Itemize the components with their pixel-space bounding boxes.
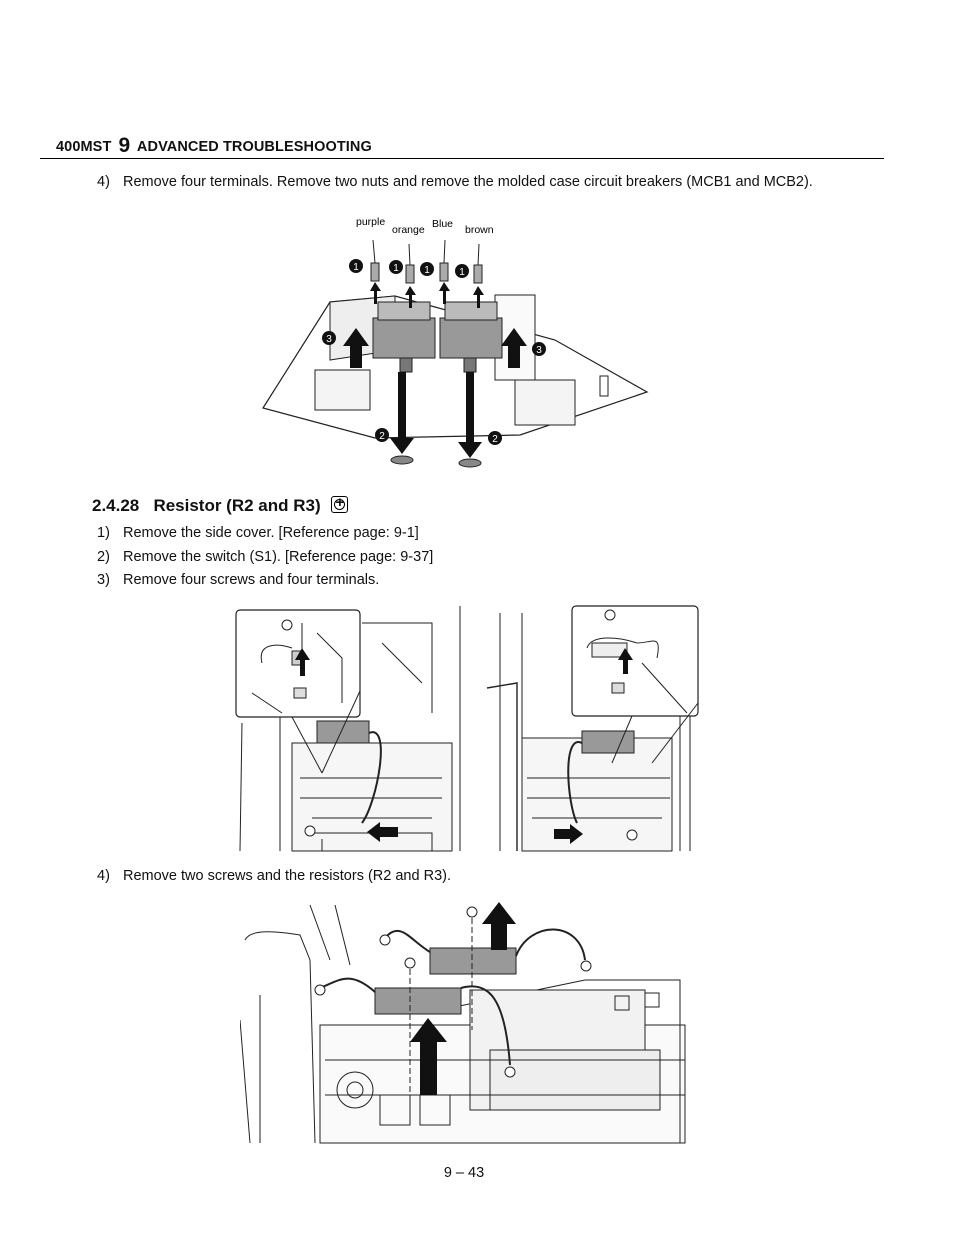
section-heading: 2.4.28 Resistor (R2 and R3)	[92, 494, 349, 516]
screw-icon	[466, 906, 478, 918]
step-item: 1) Remove the side cover. [Reference pag…	[97, 524, 797, 544]
page-header: 400MST 9 ADVANCED TROUBLESHOOTING	[56, 133, 372, 157]
screw-icon	[626, 829, 638, 841]
nut-2	[458, 458, 482, 468]
step-text: Remove four terminals. Remove two nuts a…	[123, 174, 813, 190]
resistor-r3	[314, 977, 516, 1078]
terminal-arrow-icon	[370, 282, 484, 308]
plus-circle-icon	[331, 494, 349, 513]
step-item: 4) Remove two screws and the resistors (…	[97, 867, 797, 887]
screw-icon	[404, 957, 416, 969]
arrow-right-icon	[554, 824, 583, 844]
chapter-title: ADVANCED TROUBLESHOOTING	[136, 139, 372, 155]
wire-label-purple: purple	[356, 216, 385, 228]
step-number: 4)	[97, 868, 110, 884]
arrow-up-icon	[343, 328, 527, 368]
screw-icon	[304, 825, 316, 837]
svg-text:3: 3	[536, 345, 542, 356]
step-text: Remove the side cover. [Reference page: …	[123, 525, 419, 541]
step-item: 3) Remove four screws and four terminals…	[97, 571, 797, 591]
header-rule	[40, 158, 884, 159]
callout-markers: 1 1 1 1 3 3 2 2	[322, 259, 546, 445]
step-text: Remove two screws and the resistors (R2 …	[123, 868, 451, 884]
breaker-mcb2	[439, 301, 503, 373]
breaker-mcb1	[372, 301, 436, 373]
screw-icon	[604, 609, 616, 621]
figure-screws-terminals	[235, 605, 699, 852]
wire-label-brown: brown	[465, 224, 494, 236]
arrow-left-icon	[367, 822, 398, 842]
svg-text:3: 3	[326, 334, 332, 345]
step-number: 3)	[97, 572, 110, 588]
figure-resistors	[240, 902, 686, 1144]
svg-text:2: 2	[379, 431, 385, 442]
arrow-up-icon	[295, 648, 310, 676]
step-mcb: 4) Remove four terminals. Remove two nut…	[97, 173, 842, 213]
terminals	[370, 239, 483, 284]
step-number: 1)	[97, 525, 110, 541]
svg-text:1: 1	[459, 267, 465, 278]
step-text: Remove the switch (S1). [Reference page:…	[123, 549, 434, 565]
svg-text:1: 1	[393, 263, 399, 274]
nut-1	[390, 455, 414, 465]
arrow-up-icon	[618, 648, 633, 674]
right-view	[486, 613, 691, 852]
step-number: 4)	[97, 174, 110, 190]
figure-circuit-breakers: 1 1 1 1 3 3 2 2 purple orange Blue brown	[262, 216, 649, 468]
wire-label-orange: orange	[392, 224, 425, 236]
step-number: 2)	[97, 549, 110, 565]
step-text: Remove four screws and four terminals.	[123, 572, 380, 588]
wire-label-blue: Blue	[432, 218, 453, 230]
section-title: Resistor (R2 and R3)	[153, 496, 321, 515]
resistor-r2	[379, 928, 592, 975]
arrow-down-icon	[390, 372, 482, 458]
arrow-up-icon	[410, 902, 516, 1095]
svg-text:2: 2	[492, 434, 498, 445]
screw-icon	[281, 619, 293, 631]
section-number: 2.4.28	[92, 496, 140, 515]
chapter-number: 9	[118, 134, 131, 157]
step-item: 2) Remove the switch (S1). [Reference pa…	[97, 548, 797, 568]
page-number: 9 – 43	[443, 1165, 485, 1181]
svg-text:1: 1	[424, 265, 430, 276]
svg-text:1: 1	[353, 262, 359, 273]
model-name: 400MST	[56, 139, 112, 155]
detail-inset-right	[571, 605, 699, 717]
